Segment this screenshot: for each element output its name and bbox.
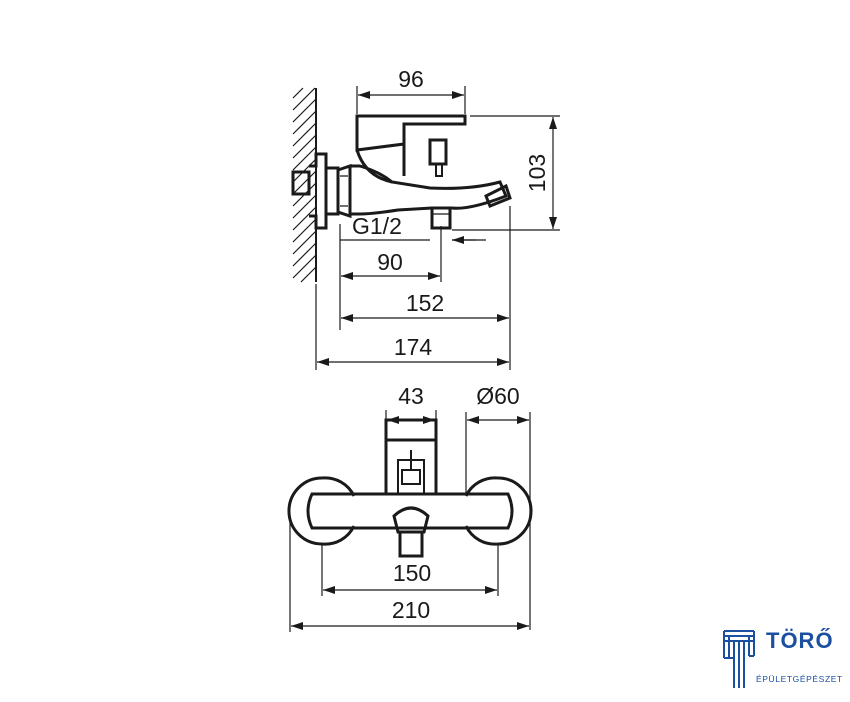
dim-103-label: 103 <box>524 154 550 192</box>
dim-210-label: 210 <box>392 597 430 623</box>
front-dim-lines <box>289 410 531 632</box>
dim-174-label: 174 <box>394 334 433 360</box>
dim-96-label: 96 <box>398 66 424 92</box>
dim-d60-label: Ø60 <box>476 383 519 409</box>
logo-name: TÖRŐ <box>766 628 834 653</box>
logo-subtitle: ÉPÜLETGÉPÉSZET <box>756 674 843 684</box>
dim-43-label: 43 <box>398 383 424 409</box>
toro-logo: TÖRŐ ÉPÜLETGÉPÉSZET <box>722 628 842 692</box>
wall-hatch <box>292 87 317 283</box>
faucet-side <box>291 114 512 230</box>
dim-90-label: 90 <box>377 249 403 275</box>
front-view: 43 Ø60 150 210 <box>287 383 533 632</box>
faucet-front <box>287 418 533 558</box>
dim-150-label: 150 <box>393 560 431 586</box>
side-view: 96 103 G1/2 90 152 174 <box>291 66 560 370</box>
dim-g12-label: G1/2 <box>352 213 402 239</box>
dim-152-label: 152 <box>406 290 444 316</box>
side-dim-lines <box>315 86 560 370</box>
toro-logo-mark-icon <box>723 630 755 688</box>
